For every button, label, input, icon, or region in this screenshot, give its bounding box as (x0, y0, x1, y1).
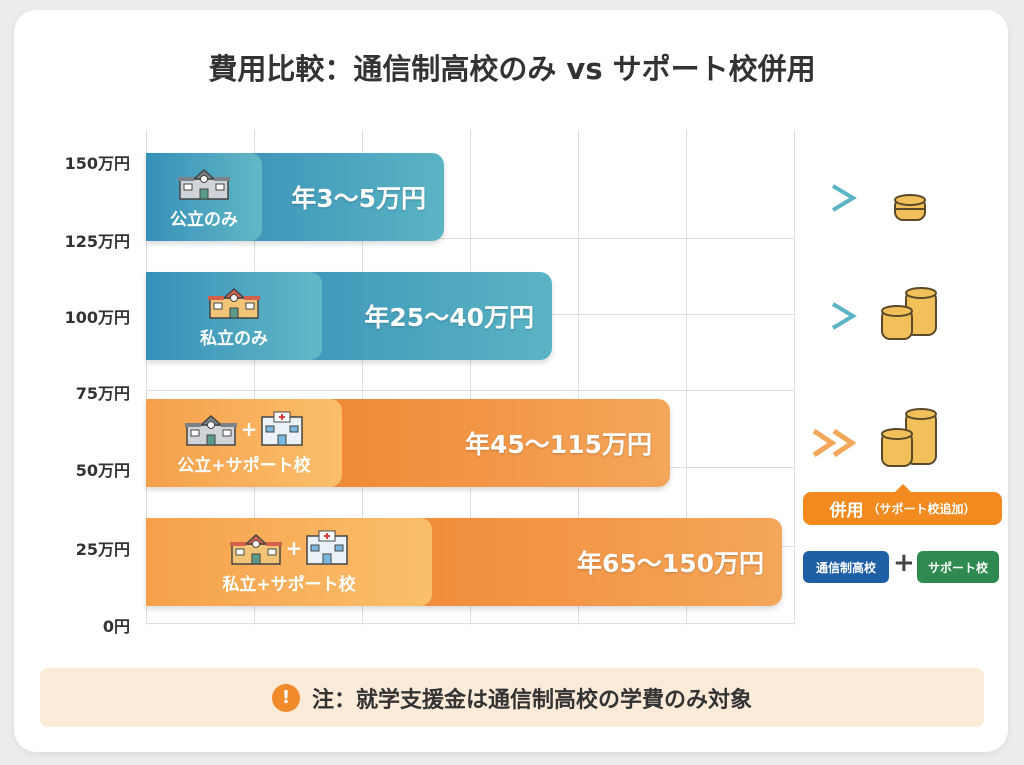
tag-correspondence-school: 通信制高校 (803, 551, 889, 583)
bar-category: 私立のみ (146, 272, 322, 360)
grid-line-v (362, 130, 363, 625)
arrow-1 (455, 184, 857, 212)
school-icon (229, 533, 282, 565)
exclamation-icon: ! (271, 683, 300, 712)
tag-support-school: サポート校 (917, 551, 999, 583)
y-tick-label: 50万円 (75, 461, 130, 480)
grid-line-v (686, 130, 687, 625)
category-label: 公立+サポート校 (177, 455, 311, 476)
coins-icon-large (881, 408, 937, 467)
bar-2: 私立のみ 年25〜40万円 (146, 272, 552, 360)
value-label: 年3〜5万円 (291, 184, 426, 213)
school-icon (178, 168, 230, 200)
bar-category: + 私立+サポート校 (146, 518, 432, 606)
y-tick-label: 150万円 (64, 154, 130, 173)
category-label: 私立+サポート校 (222, 574, 356, 595)
grid-line-v (794, 130, 795, 625)
arrow-3 (680, 428, 857, 458)
grid-line-v (578, 130, 579, 625)
bar-1: 公立のみ 年3〜5万円 (146, 153, 444, 241)
school-icon (208, 287, 260, 319)
value-label: 年45〜115万円 (465, 430, 652, 459)
bar-category: + 公立+サポート校 (146, 399, 342, 487)
plus-icon: + (240, 416, 258, 441)
y-tick-label: 125万円 (64, 232, 130, 251)
note-box: ! 注：就学支援金は通信制高校の学費のみ対象 (40, 668, 984, 727)
grid-line-v (254, 130, 255, 625)
combined-badge: 併用（サポート校追加） (803, 484, 1002, 525)
school-icon (184, 414, 237, 446)
value-label: 年25〜40万円 (364, 303, 534, 332)
grid-line-v (146, 130, 147, 625)
y-tick-label: 25万円 (75, 540, 130, 559)
support-school-icon (306, 530, 349, 565)
chart-title: 費用比較：通信制高校のみ vs サポート校併用 (208, 52, 816, 86)
category-label: 公立のみ (170, 209, 238, 230)
badge-main: 併用 (829, 501, 864, 521)
arrow-2 (560, 302, 857, 330)
y-tick-label: 0円 (102, 617, 130, 636)
value-label: 年65〜150万円 (577, 549, 764, 578)
bar-3: + 公立+サポート校 年45〜115万円 (146, 399, 670, 487)
grid-line-h (146, 390, 795, 391)
card (14, 10, 1008, 752)
y-tick-label: 75万円 (75, 384, 130, 403)
coins-icon-medium (881, 287, 937, 340)
support-school-icon (261, 411, 304, 446)
plus-icon: + (285, 535, 303, 560)
bar-category: 公立のみ (146, 153, 262, 241)
badge-sub: （サポート校追加） (867, 502, 976, 516)
y-tick-label: 100万円 (64, 308, 130, 327)
plus-sign: + (893, 548, 915, 578)
bar-4: + 私立+サポート校 年65〜150万円 (146, 518, 782, 606)
grid-line-h (146, 623, 795, 624)
grid-line-v (470, 130, 471, 625)
note-text: 注：就学支援金は通信制高校の学費のみ対象 (311, 687, 752, 713)
coins-icon-small (894, 194, 926, 221)
grid-line-h (146, 238, 795, 239)
category-label: 私立のみ (200, 328, 268, 349)
